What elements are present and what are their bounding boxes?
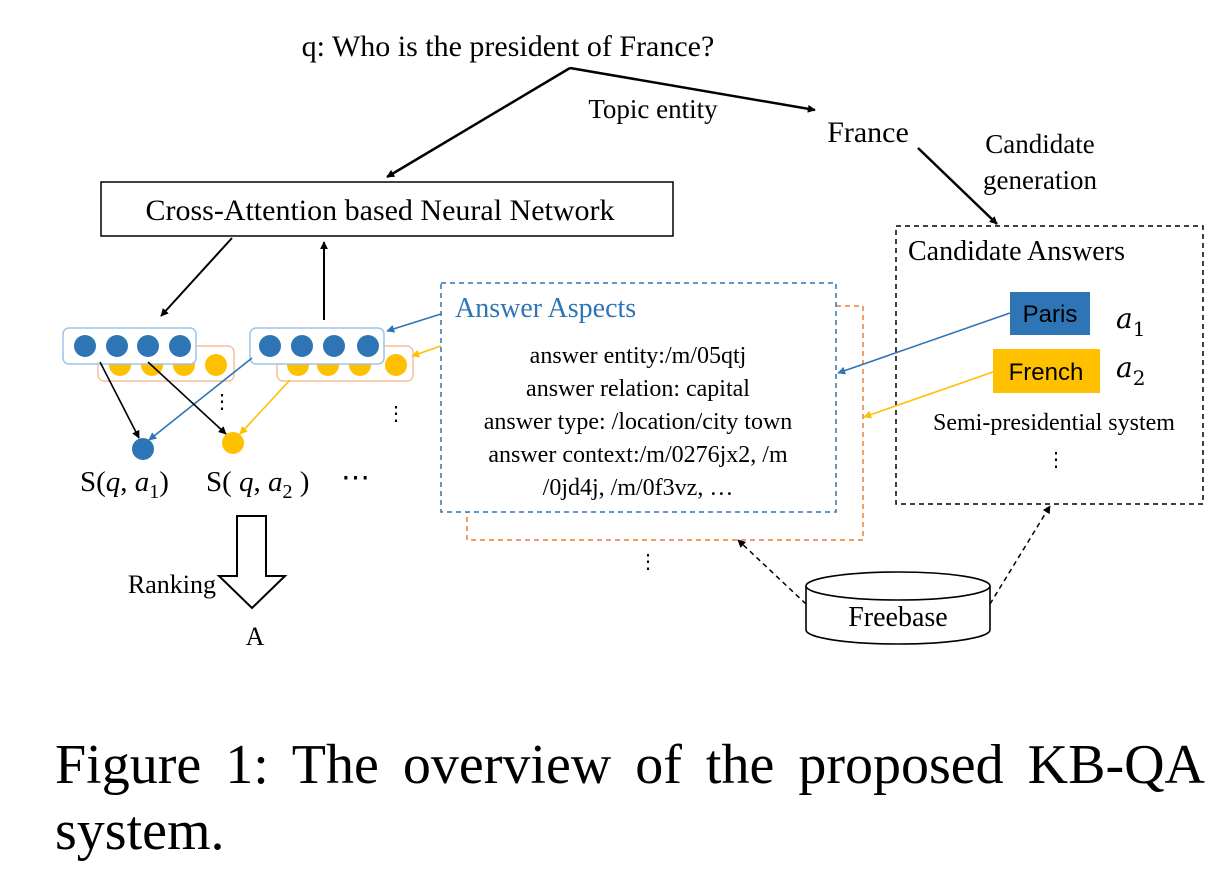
candidate-generation-label-line2: generation	[983, 165, 1097, 195]
network-to-question-embedding-arrow	[160, 237, 233, 317]
topic-entity-france: France	[827, 116, 909, 149]
aspects-to-answer-embedding-blue-arrow	[386, 313, 442, 333]
aspect-answer-type: answer type: /location/city town	[484, 409, 793, 435]
question-text: q: Who is the president of France?	[302, 30, 715, 63]
aspect-answer-entity: answer entity:/m/05qtj	[530, 343, 747, 369]
france-to-candidates-arrow	[917, 147, 998, 225]
aspect-answer-context-line1: answer context:/m/0276jx2, /m	[488, 442, 788, 468]
score-node-a1	[132, 438, 154, 460]
answer-embedding-ellipsis: ⋮	[386, 403, 406, 425]
candidate-french-label: French	[1009, 359, 1084, 386]
freebase-cylinder	[805, 571, 991, 645]
candidate-paris-box	[1010, 292, 1090, 335]
freebase-to-aspects-arrow	[737, 539, 807, 605]
candidate-a1-symbol: a1	[1116, 302, 1145, 341]
ranking-label: Ranking	[128, 570, 216, 599]
score-s1: S(q, a1)	[80, 466, 169, 503]
score-node-a2	[222, 432, 244, 454]
freebase-to-candidates-arrow	[989, 505, 1051, 605]
edge-question-to-s1	[99, 361, 140, 439]
candidate-paris-label: Paris	[1023, 301, 1078, 328]
answer-embedding-front-dots	[259, 335, 379, 357]
answer-aspects-title: Answer Aspects	[455, 293, 636, 324]
question-embedding-ellipsis: ⋮	[212, 391, 232, 413]
aspect-answer-relation: answer relation: capital	[526, 376, 750, 402]
freebase-label: Freebase	[848, 602, 948, 633]
question-to-network-arrow	[386, 66, 571, 179]
edge-question-to-s2	[147, 361, 227, 435]
edge-answer-yellow-to-s2	[239, 379, 291, 435]
final-answer-label: A	[246, 622, 265, 651]
candidate-answers-title: Candidate Answers	[908, 236, 1125, 267]
network-box	[100, 181, 674, 237]
answer-embedding-front-box	[249, 327, 385, 365]
paris-to-aspects-arrow	[837, 312, 1011, 375]
figure-caption: Figure 1: The overview of the proposed K…	[55, 734, 1205, 862]
ranking-arrow	[216, 515, 288, 610]
candidate-french-box	[993, 349, 1100, 393]
score-s2: S( q, a2 )	[206, 466, 309, 503]
answer-aspects-box	[440, 282, 837, 513]
aspects-below-ellipsis: ⋮	[638, 551, 658, 573]
french-to-aspects-arrow	[863, 371, 994, 419]
question-embedding-front-dots	[74, 335, 191, 357]
candidate-answers-ellipsis: ⋮	[1046, 449, 1066, 471]
topic-entity-label: Topic entity	[588, 94, 718, 124]
candidate-semi-presidential: Semi-presidential system	[933, 410, 1175, 436]
candidate-generation-label-line1: Candidate	[985, 129, 1094, 159]
aspect-answer-context-line2: /0jd4j, /m/0f3vz, …	[543, 475, 734, 501]
candidate-a2-symbol: a2	[1116, 351, 1145, 390]
edge-answer-blue-to-s1	[148, 357, 253, 441]
network-label: Cross-Attention based Neural Network	[145, 194, 614, 227]
aspects-to-answer-embedding-yellow-arrow	[411, 345, 442, 358]
question-to-topic-arrow	[569, 66, 816, 113]
score-more-ellipsis: ⋯	[341, 462, 370, 494]
question-embedding-front-box	[62, 327, 197, 365]
